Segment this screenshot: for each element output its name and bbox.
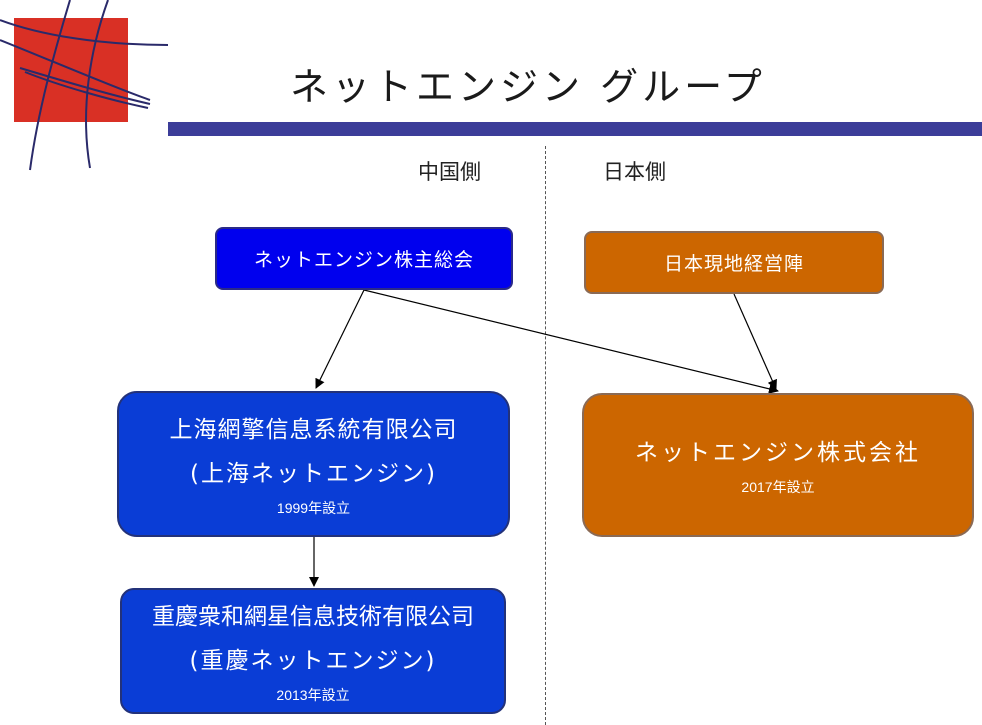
shanghai-established-date: 1999年設立 <box>276 500 351 516</box>
japan-company-box: ネットエンジン株式会社 2017年設立 <box>582 393 974 537</box>
arrow-shareholders-to-shanghai <box>315 289 365 389</box>
hash-grid-logo-icon <box>0 0 169 171</box>
shareholders-meeting-label: ネットエンジン株主総会 <box>253 249 474 271</box>
title-underline-bar <box>168 122 982 136</box>
chongqing-company-short-name: (重慶ネットエンジン) <box>189 648 437 674</box>
shanghai-company-box: 上海網擎信息系統有限公司 (上海ネットエンジン) 1999年設立 <box>117 391 510 537</box>
japan-management-box: 日本現地経営陣 <box>584 231 884 294</box>
page-title: ネットエンジン グループ <box>290 65 766 109</box>
chongqing-company-name: 重慶衆和網星信息技術有限公司 <box>152 604 474 630</box>
shanghai-company-name: 上海網擎信息系統有限公司 <box>169 417 458 443</box>
chongqing-established-date: 2013年設立 <box>276 687 350 703</box>
shanghai-company-short-name: (上海ネットエンジン) <box>190 461 437 487</box>
arrow-shareholders-to-japan-company <box>363 289 779 394</box>
side-divider <box>545 146 546 725</box>
china-side-label: 中国側 <box>418 160 481 184</box>
arrow-management-to-japan-company <box>733 293 777 390</box>
japan-side-label: 日本側 <box>603 160 666 184</box>
japan-established-date: 2017年設立 <box>741 479 815 495</box>
shareholders-meeting-box: ネットエンジン株主総会 <box>215 227 513 290</box>
japan-management-label: 日本現地経営陣 <box>663 253 804 275</box>
japan-company-name: ネットエンジン株式会社 <box>635 440 921 466</box>
chongqing-company-box: 重慶衆和網星信息技術有限公司 (重慶ネットエンジン) 2013年設立 <box>120 588 506 714</box>
